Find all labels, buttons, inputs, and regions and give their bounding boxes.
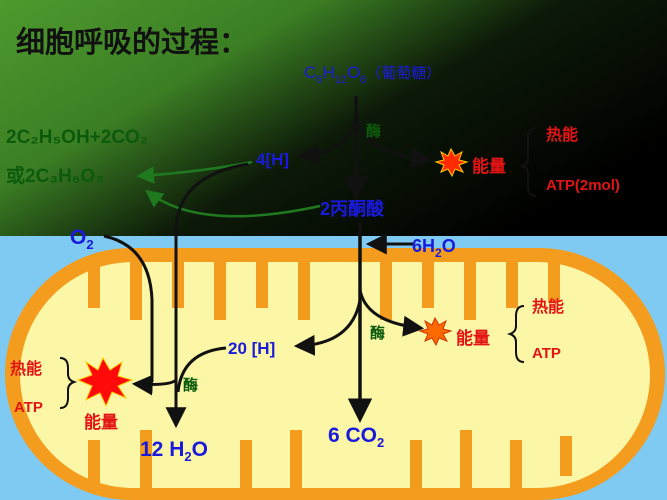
stage2-energy: 能量	[456, 328, 490, 348]
anaerobic-products-ethanol: 2C₂H₅OH+2CO₂	[6, 127, 148, 148]
stage1-energy: 能量	[472, 156, 506, 176]
hydrogen-to-water-line	[165, 162, 249, 429]
stage3-enzyme: 酶	[183, 376, 198, 394]
stage3-brace	[59, 357, 78, 409]
cytoplasm-background	[0, 0, 667, 236]
stage1-atp: ATP(2mol)	[546, 177, 620, 194]
stage2-hydrogen: 20 [H]	[228, 339, 275, 358]
stage3-energy: 能量	[84, 412, 118, 432]
stage1-energy-burst-icon	[434, 147, 469, 178]
stage2-heat: 热能	[532, 297, 564, 316]
stage1-heat: 热能	[546, 125, 578, 144]
stage1-brace	[518, 127, 537, 197]
co2-output-label: 6 CO2	[328, 424, 384, 450]
water-input-label: 6H2O	[412, 236, 456, 260]
stage3-heat: 热能	[10, 359, 42, 378]
stage2-enzyme: 酶	[370, 324, 385, 342]
stage2-energy-burst-icon	[418, 316, 453, 347]
stage2-brace	[506, 305, 525, 363]
stage2-hydrogen-to-water	[176, 346, 227, 393]
stage3-atp: ATP	[14, 399, 43, 416]
stage3-energy-arrow	[131, 374, 178, 396]
anaerobic-pyruvate-arrow	[145, 189, 321, 218]
stage2-atp: ATP	[532, 345, 561, 362]
stage1-hydrogen: 4[H]	[256, 150, 289, 169]
stage2-hydrogen-arrow	[293, 299, 362, 356]
oxygen-label: O2	[70, 226, 94, 252]
glucose-formula: C6H12O6（葡萄糖）	[304, 63, 441, 86]
stage2-energy-arrow	[358, 289, 425, 337]
anaerobic-products-lactic: 或2C₃H₆O₃	[6, 164, 104, 187]
page-title: 细胞呼吸的过程：	[16, 25, 248, 59]
stage1-hydrogen-arrow	[297, 115, 358, 166]
pyruvate-label: 2丙酮酸	[320, 198, 385, 219]
water-output-label: 12 H2O	[140, 438, 208, 464]
stage3-energy-burst-icon	[76, 356, 134, 408]
stage1-energy-arrow	[354, 115, 433, 169]
stage1-enzyme: 酶	[366, 122, 381, 140]
oxygen-arrow	[103, 234, 154, 382]
